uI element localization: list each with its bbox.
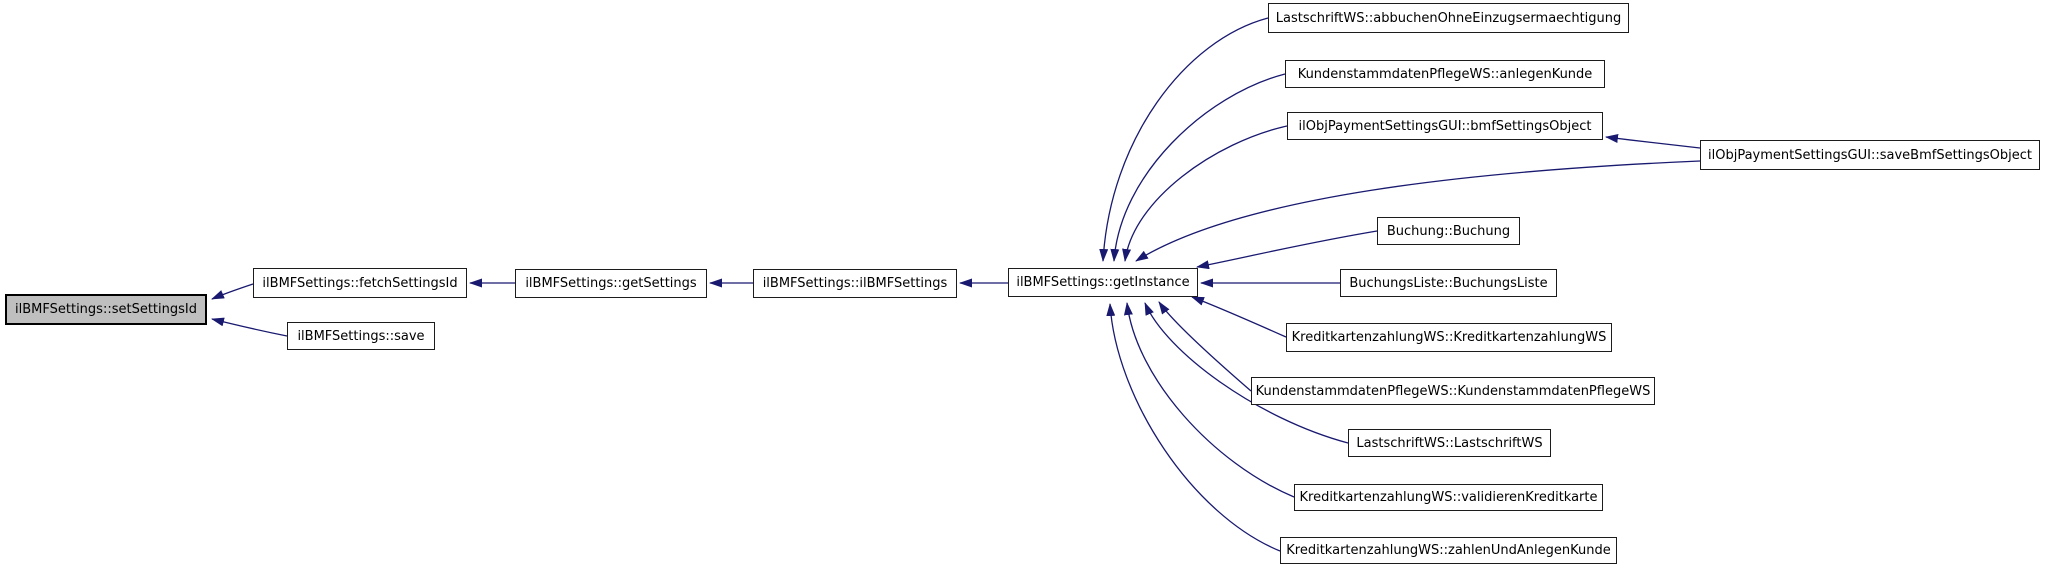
node-zahlenundanlegenkunde[interactable]: KreditkartenzahlungWS::zahlenUndAnlegenK… bbox=[1280, 537, 1617, 564]
node-getinstance[interactable]: ilBMFSettings::getInstance bbox=[1008, 268, 1198, 297]
node-ilbmfsettings[interactable]: ilBMFSettings::ilBMFSettings bbox=[753, 269, 957, 298]
node-buchung[interactable]: Buchung::Buchung bbox=[1377, 217, 1520, 245]
node-bmfsettingsobject[interactable]: ilObjPaymentSettingsGUI::bmfSettingsObje… bbox=[1287, 112, 1603, 140]
node-savebmfsettingsobject[interactable]: ilObjPaymentSettingsGUI::saveBmfSettings… bbox=[1700, 140, 2040, 170]
edge-buchung-to-getinstance bbox=[1196, 230, 1378, 270]
edge-save-to-setsettingsid bbox=[211, 317, 288, 337]
node-anlegenkunde[interactable]: KundenstammdatenPflegeWS::anlegenKunde bbox=[1285, 60, 1605, 88]
edge-fetchsettingsid-to-setsettingsid bbox=[211, 283, 254, 300]
node-getsettings[interactable]: ilBMFSettings::getSettings bbox=[515, 269, 707, 298]
edge-abbuchen-to-getinstance bbox=[1099, 17, 1269, 262]
node-abbuchenohneeinzugsermaechtigung[interactable]: LastschriftWS::abbuchenOhneEinzugsermaec… bbox=[1268, 3, 1629, 33]
node-buchungsliste[interactable]: BuchungsListe::BuchungsListe bbox=[1340, 269, 1557, 297]
node-kreditkartenzahlungws[interactable]: KreditkartenzahlungWS::Kreditkartenzahlu… bbox=[1286, 323, 1612, 352]
node-save[interactable]: ilBMFSettings::save bbox=[287, 322, 435, 350]
node-setsettingsid[interactable]: ilBMFSettings::setSettingsId bbox=[5, 294, 207, 325]
node-kundenstammdatenpflegews[interactable]: KundenstammdatenPflegeWS::Kundenstammdat… bbox=[1251, 377, 1655, 405]
edge-validierenkreditkarte-to-getinstance bbox=[1123, 302, 1295, 498]
node-fetchsettingsid[interactable]: ilBMFSettings::fetchSettingsId bbox=[253, 268, 467, 298]
edge-zahlenundanlegenkunde-to-getinstance bbox=[1106, 303, 1281, 552]
edge-savebmfsettingsobject-to-getinstance bbox=[1135, 160, 1701, 262]
edge-bmfsettingsobject-to-getinstance bbox=[1122, 125, 1288, 262]
node-lastschriftws[interactable]: LastschriftWS::LastschriftWS bbox=[1348, 429, 1551, 457]
edge-savebmfsettingsobject-to-bmfsettingsobject bbox=[1605, 134, 1701, 149]
edge-kundenstammdatenpflegews-to-getinstance bbox=[1158, 301, 1252, 392]
edge-kreditkartenzahlungws-to-getinstance bbox=[1191, 296, 1287, 338]
edge-anlegenkunde-to-getinstance bbox=[1110, 73, 1286, 262]
node-validierenkreditkarte[interactable]: KreditkartenzahlungWS::validierenKreditk… bbox=[1294, 484, 1603, 511]
edge-lastschriftws-to-getinstance bbox=[1144, 302, 1349, 444]
